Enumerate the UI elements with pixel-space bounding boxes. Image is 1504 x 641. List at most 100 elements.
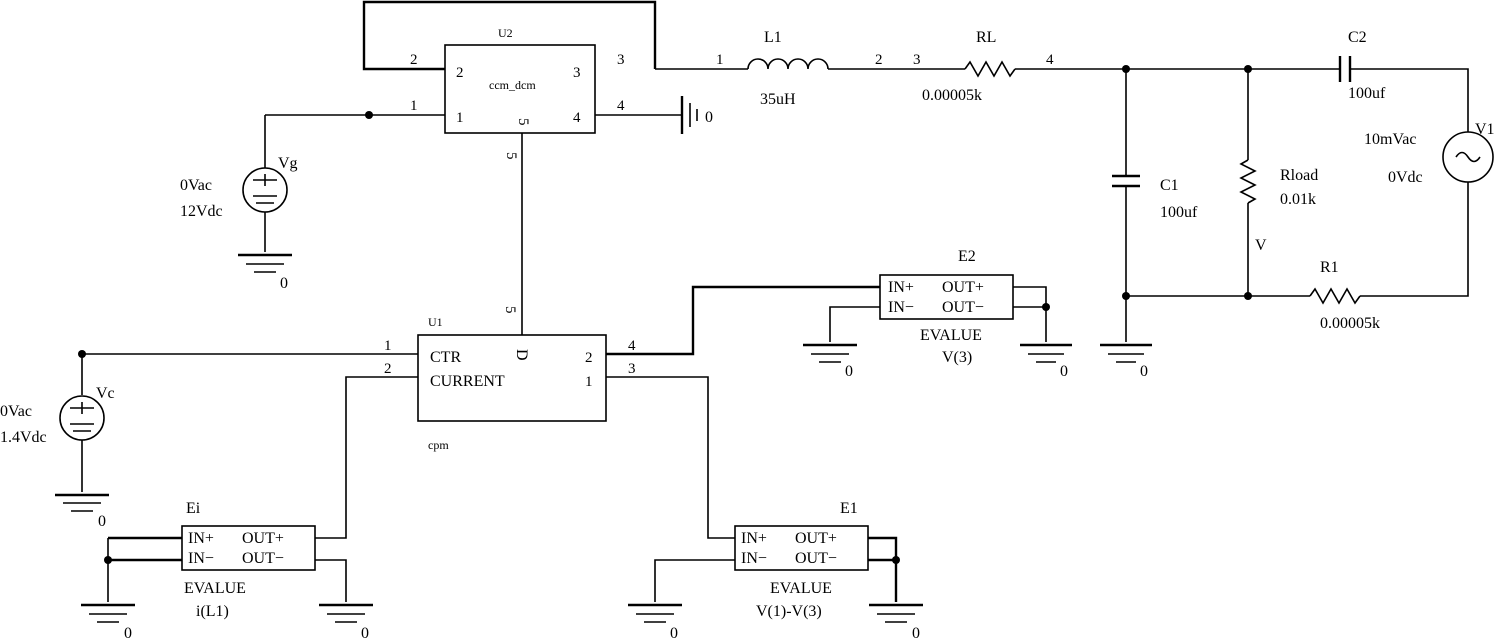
net-label-2: 2 [410, 52, 418, 68]
u1-d: D [513, 349, 530, 361]
v1-dc: 0Vdc [1388, 169, 1423, 186]
net-label-rl-3: 3 [913, 52, 921, 68]
e2-in-plus: IN+ [888, 279, 914, 296]
e2-expr: V(3) [942, 349, 972, 366]
evalue-ei[interactable]: Ei IN+ OUT+ IN− OUT− EVALUE i(L1) [181, 500, 316, 620]
ei-out-plus: OUT+ [242, 530, 284, 547]
capacitor-c2[interactable]: C2 100uf [1338, 29, 1386, 102]
net-label-u1-3: 3 [628, 361, 636, 377]
e1-expr: V(1)-V(3) [756, 603, 822, 620]
wire-u1-ctr-vc [81, 353, 418, 395]
net-label-l1-2: 2 [875, 52, 883, 68]
u2-block[interactable]: U2 ccm_dcm 2 1 3 4 5 [444, 26, 596, 134]
ground-symbol-e2-in: 0 [803, 343, 857, 380]
resistor-r1[interactable]: R1 0.00005k [1309, 259, 1380, 332]
e1-out-plus: OUT+ [795, 530, 837, 547]
ground-label: 0 [98, 513, 106, 530]
u2-pin2: 2 [456, 65, 464, 81]
junction-dot [892, 556, 900, 564]
c1-value: 100uf [1160, 204, 1198, 221]
ground-symbol-c1: 0 [1100, 343, 1152, 380]
c2-ref: C2 [1348, 29, 1367, 46]
v1-ac: 10mVac [1364, 131, 1416, 148]
e1-ref: E1 [840, 500, 858, 517]
u2-pin4: 4 [573, 110, 581, 126]
vg-ac: 0Vac [180, 177, 212, 194]
junction-dot [104, 556, 112, 564]
wire-e1-in-minus [654, 559, 735, 602]
ground-label: 0 [124, 625, 132, 641]
vg-dc: 12Vdc [180, 203, 223, 220]
junction-dot [365, 111, 373, 119]
wire-u1-e2 [606, 285, 880, 356]
u2-feedback-wire [362, 0, 657, 71]
evalue-e2[interactable]: E2 IN+ OUT+ IN− OUT− EVALUE V(3) [879, 248, 1014, 366]
source-vc[interactable]: Vc 0Vac 1.4Vdc [0, 385, 115, 446]
c2-value: 100uf [1348, 85, 1386, 102]
ei-expr: i(L1) [196, 603, 229, 620]
wire-ei-in [108, 536, 182, 562]
ground-symbol-vc: 0 [55, 493, 109, 530]
vc-ref: Vc [96, 385, 115, 402]
net-label-u1-5: 5 [502, 306, 518, 314]
evalue-e1[interactable]: E1 IN+ OUT+ IN− OUT− EVALUE V(1)-V(3) [734, 500, 869, 620]
u1-box [417, 334, 607, 422]
e2-ref: E2 [958, 248, 976, 265]
ground-symbol-vg: 0 [238, 253, 292, 292]
wire-u1-e1 [606, 376, 735, 539]
wire-u1-current-ei [315, 376, 418, 539]
ground-label: 0 [361, 625, 369, 641]
u2-pin1: 1 [456, 110, 464, 126]
ground-symbol-u2: 0 [680, 96, 713, 134]
u2-name: ccm_dcm [489, 78, 536, 92]
u1-ref: U1 [428, 315, 443, 329]
node-v-label: V [1255, 237, 1267, 254]
ei-ref: Ei [186, 500, 201, 517]
ground-label: 0 [280, 275, 288, 292]
u1-current: CURRENT [430, 373, 505, 390]
net-label-u1-4: 4 [628, 338, 636, 354]
ground-symbol-ei-out: 0 [319, 603, 373, 641]
wire-ei-out-minus [315, 559, 347, 602]
u1-pin-out1: 1 [585, 374, 593, 390]
ground-symbol-e1-in: 0 [628, 603, 682, 641]
c1-ref: C1 [1160, 177, 1179, 194]
r1-ref: R1 [1320, 259, 1339, 276]
source-v1[interactable]: V1 10mVac 0Vdc [1364, 121, 1495, 186]
u1-block[interactable]: U1 CTR CURRENT D 2 1 cpm [417, 315, 607, 452]
net-label-u1-1: 1 [384, 338, 392, 354]
ground-symbol-e1-out: 0 [869, 603, 923, 641]
ground-symbol-ei-in: 0 [81, 603, 135, 641]
resistor-rl[interactable]: RL 0.00005k [922, 29, 1016, 104]
e2-out-minus: OUT− [942, 299, 984, 316]
net-label-4: 4 [617, 98, 625, 114]
wire-c2-v1 [1350, 68, 1469, 132]
junction-dot [78, 350, 86, 358]
ei-type: EVALUE [184, 580, 246, 597]
u2-ref: U2 [498, 26, 513, 40]
ei-in-plus: IN+ [188, 530, 214, 547]
source-vg[interactable]: Vg 0Vac 12Vdc [180, 155, 298, 220]
e1-out-minus: OUT− [795, 550, 837, 567]
ei-in-minus: IN− [188, 550, 214, 567]
vg-ref: Vg [278, 155, 298, 172]
rload-value: 0.01k [1280, 191, 1316, 208]
v1-ref: V1 [1475, 121, 1495, 138]
junction-dot [1244, 292, 1252, 300]
rl-ref: RL [976, 29, 996, 46]
e2-out-plus: OUT+ [942, 279, 984, 296]
capacitor-c1[interactable]: C1 100uf [1112, 174, 1198, 221]
wire-e1-out [868, 536, 898, 602]
net-label-l1-1: 1 [716, 52, 724, 68]
e2-in-minus: IN− [888, 299, 914, 316]
ground-label: 0 [1140, 363, 1148, 380]
ground-label: 0 [1060, 363, 1068, 380]
junction-dot [1042, 303, 1050, 311]
u1-pin-out2: 2 [585, 350, 593, 366]
u1-ctr: CTR [430, 349, 461, 366]
inductor-l1[interactable]: L1 35uH [747, 29, 829, 108]
ground-label: 0 [705, 109, 713, 126]
resistor-rload[interactable]: Rload 0.01k [1239, 159, 1318, 208]
wire-v1-r1 [1360, 182, 1469, 297]
